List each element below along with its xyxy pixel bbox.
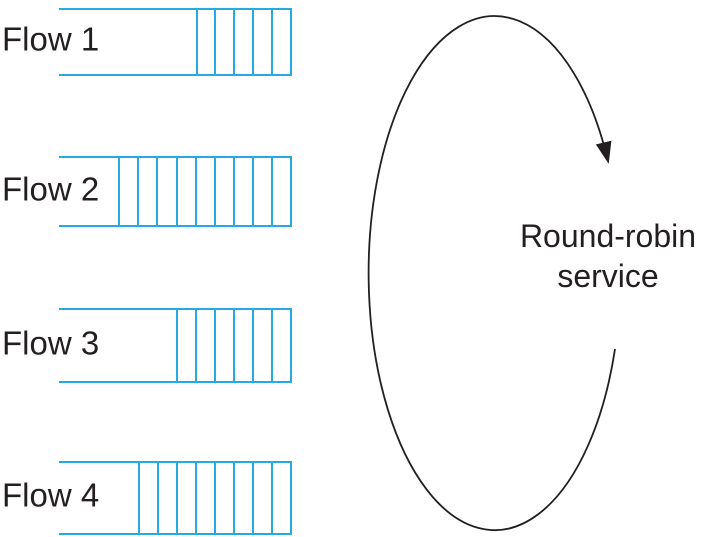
packet-cell <box>271 310 290 381</box>
flow-row: Flow 3 <box>0 308 292 383</box>
packet-cell <box>156 463 176 533</box>
packet-cell <box>137 158 156 225</box>
packet-cell <box>176 310 195 381</box>
packet-cell <box>232 158 252 225</box>
packet-area <box>118 158 292 225</box>
packet-cell <box>195 310 214 381</box>
packet-area <box>176 310 292 381</box>
service-label-line2: service <box>557 258 659 294</box>
packet-area <box>137 463 292 533</box>
packet-cell <box>214 310 233 381</box>
packet-cell <box>118 158 137 225</box>
flow-label: Flow 3 <box>2 324 100 362</box>
packet-cell <box>214 10 233 74</box>
flow-label: Flow 2 <box>2 170 100 208</box>
service-label-line1: Round-robin <box>519 218 697 254</box>
packet-cell <box>270 158 290 225</box>
flow-row: Flow 4 <box>0 461 292 535</box>
packet-cell <box>233 10 252 74</box>
service-label: Round-robin service <box>506 216 704 296</box>
flow-row: Flow 2 <box>0 156 292 227</box>
flow-row: Flow 1 <box>0 8 292 76</box>
queue <box>59 308 292 383</box>
packet-cell <box>271 10 290 74</box>
packet-cell <box>252 10 271 74</box>
packet-cell <box>251 463 271 533</box>
packet-area <box>195 10 292 74</box>
packet-cell <box>194 158 214 225</box>
service-cycle-arc <box>367 15 616 531</box>
packet-cell <box>175 463 195 533</box>
packet-cell <box>194 463 214 533</box>
packet-cell <box>213 158 233 225</box>
packet-cell <box>156 158 175 225</box>
queue <box>59 8 292 76</box>
flow-label: Flow 4 <box>2 476 100 514</box>
packet-cell <box>175 158 195 225</box>
packet-cell <box>251 158 271 225</box>
packet-cell <box>252 310 271 381</box>
packet-cell <box>137 463 157 533</box>
packet-cell <box>195 10 215 74</box>
queue <box>59 461 292 535</box>
queue <box>59 156 292 227</box>
packet-cell <box>233 310 252 381</box>
flow-label: Flow 1 <box>2 20 100 58</box>
packet-cell <box>270 463 290 533</box>
packet-cell <box>213 463 233 533</box>
packet-cell <box>232 463 252 533</box>
